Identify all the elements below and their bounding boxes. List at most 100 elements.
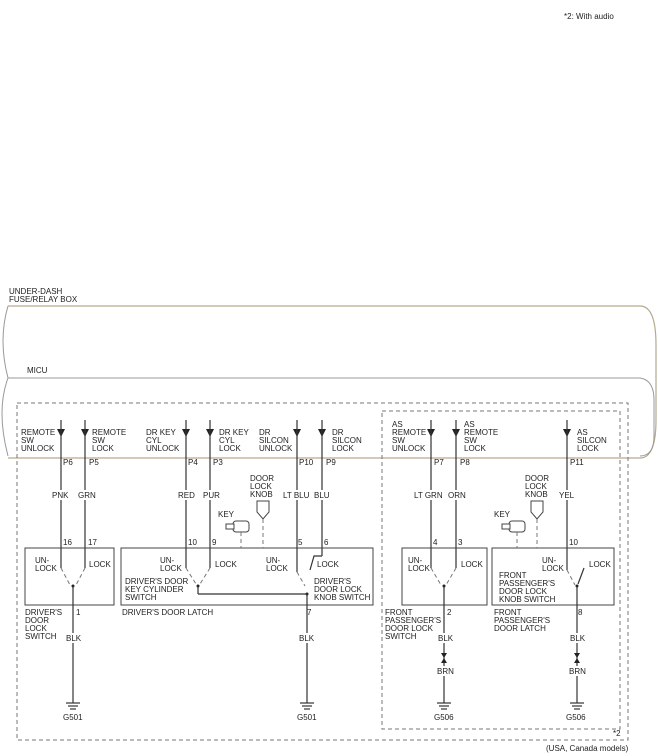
svg-text:1: 1: [76, 608, 81, 617]
wire-lt-blu: LT BLU: [283, 491, 310, 500]
svg-text:KEY: KEY: [494, 510, 511, 519]
svg-text:UNLOCK: UNLOCK: [392, 444, 426, 453]
svg-text:DOOR: DOOR: [250, 474, 274, 483]
svg-text:REMOTE: REMOTE: [92, 428, 126, 437]
svg-text:DR KEY: DR KEY: [146, 428, 176, 437]
note-star: *2: [613, 729, 621, 738]
svg-text:REMOTE: REMOTE: [21, 428, 55, 437]
wire-yel: YEL: [559, 491, 575, 500]
note-usa-canada: (USA, Canada models): [546, 744, 629, 753]
svg-text:KNOB SWITCH: KNOB SWITCH: [314, 593, 371, 602]
svg-text:AS: AS: [577, 428, 588, 437]
svg-text:SW: SW: [464, 436, 477, 445]
svg-text:LOCK: LOCK: [332, 444, 354, 453]
svg-text:3: 3: [458, 538, 463, 547]
svg-text:SILCON: SILCON: [577, 436, 607, 445]
svg-text:LOCK: LOCK: [317, 560, 339, 569]
svg-text:KNOB: KNOB: [525, 490, 548, 499]
svg-text:AS: AS: [392, 420, 403, 429]
svg-text:UNLOCK: UNLOCK: [146, 444, 180, 453]
fuse-box-label-line1: UNDER-DASH: [9, 287, 63, 296]
svg-text:4: 4: [433, 538, 438, 547]
svg-text:UN-: UN-: [160, 556, 175, 565]
micu-label: MICU: [27, 366, 48, 375]
svg-text:10: 10: [569, 538, 578, 547]
ground-lead-pass-switch: BLK BRN: [436, 605, 458, 703]
svg-text:10: 10: [188, 538, 197, 547]
pin-p6: P6: [63, 458, 73, 467]
micu-wires: [60, 420, 568, 556]
svg-text:DRIVER'S: DRIVER'S: [314, 577, 351, 586]
note-with-audio: *2: With audio: [564, 12, 614, 21]
svg-text:UN-: UN-: [542, 556, 557, 565]
svg-text:DOOR LOCK: DOOR LOCK: [499, 587, 548, 596]
pin-p4: P4: [188, 458, 198, 467]
fuse-box-left-curve: [2, 305, 9, 379]
svg-text:SILCON: SILCON: [332, 436, 362, 445]
svg-text:LOCK: LOCK: [266, 564, 288, 573]
svg-text:DOOR: DOOR: [25, 616, 49, 625]
svg-text:LOCK: LOCK: [525, 482, 547, 491]
svg-text:KEY: KEY: [218, 510, 235, 519]
front-pass-door-lock-switch-label: FRONT PASSENGER'S DOOR LOCK SWITCH: [385, 608, 441, 641]
svg-text:G501: G501: [297, 713, 317, 722]
pin-p11: P11: [570, 458, 584, 467]
svg-text:BLK: BLK: [66, 634, 82, 643]
svg-text:LOCK: LOCK: [542, 564, 564, 573]
drivers-door-latch-label: DRIVER'S DOOR LATCH: [122, 608, 213, 617]
driver-key-icon: KEY: [218, 510, 250, 548]
svg-text:LOCK: LOCK: [92, 444, 114, 453]
front-pass-door-lock-switch: UN- LOCK LOCK: [401, 547, 488, 606]
passenger-key-icon: KEY: [494, 510, 526, 548]
svg-text:REMOTE: REMOTE: [392, 428, 426, 437]
svg-text:DOOR LOCK: DOOR LOCK: [314, 585, 363, 594]
svg-text:PASSENGER'S: PASSENGER'S: [499, 579, 555, 588]
svg-text:LOCK: LOCK: [219, 444, 241, 453]
svg-text:DRIVER'S: DRIVER'S: [25, 608, 62, 617]
wire-red: RED: [178, 491, 195, 500]
pin-p7: P7: [434, 458, 444, 467]
svg-text:FRONT: FRONT: [385, 608, 413, 617]
pin-p10: P10: [299, 458, 314, 467]
svg-text:PASSENGER'S: PASSENGER'S: [494, 616, 550, 625]
wire-pur: PUR: [203, 491, 220, 500]
svg-text:DOOR LOCK: DOOR LOCK: [385, 624, 434, 633]
svg-text:DR: DR: [259, 428, 271, 437]
wire-grn: GRN: [78, 491, 96, 500]
svg-text:LOCK: LOCK: [35, 564, 57, 573]
svg-text:DOOR: DOOR: [525, 474, 549, 483]
pin-p9: P9: [326, 458, 336, 467]
svg-text:DR KEY: DR KEY: [219, 428, 249, 437]
svg-text:BRN: BRN: [437, 667, 454, 676]
svg-text:CYL: CYL: [219, 436, 235, 445]
svg-text:LOCK: LOCK: [577, 444, 599, 453]
wire-pnk: PNK: [52, 491, 69, 500]
drivers-door-lock-switch: UN- LOCK LOCK: [24, 547, 115, 606]
svg-text:DRIVER'S DOOR: DRIVER'S DOOR: [125, 577, 189, 586]
svg-text:BLK: BLK: [299, 634, 315, 643]
svg-text:SW: SW: [392, 436, 405, 445]
fuse-box-label-line2: FUSE/RELAY BOX: [9, 295, 78, 304]
svg-text:17: 17: [88, 538, 97, 547]
svg-text:7: 7: [307, 608, 312, 617]
ground-lead-drivers-switch: BLK: [64, 605, 84, 703]
front-pass-door-latch: UN- LOCK LOCK: [491, 547, 615, 606]
svg-text:UN-: UN-: [408, 556, 423, 565]
front-pass-latch-label: FRONT PASSENGER'S DOOR LATCH: [494, 608, 550, 633]
wire-blu: BLU: [314, 491, 330, 500]
svg-text:FRONT: FRONT: [499, 571, 527, 580]
pin-p8: P8: [460, 458, 470, 467]
svg-text:G506: G506: [566, 713, 586, 722]
passenger-door-lock-knob-icon: DOOR LOCK KNOB: [525, 474, 549, 548]
svg-text:BLK: BLK: [570, 634, 586, 643]
wire-color-labels: PNK GRN RED PUR LT BLU BLU LT GRN ORN YE…: [49, 490, 578, 500]
svg-text:LOCK: LOCK: [89, 560, 111, 569]
svg-text:DOOR LATCH: DOOR LATCH: [494, 624, 546, 633]
svg-text:REMOTE: REMOTE: [464, 428, 498, 437]
svg-text:BLK: BLK: [438, 634, 454, 643]
svg-text:AS: AS: [464, 420, 475, 429]
